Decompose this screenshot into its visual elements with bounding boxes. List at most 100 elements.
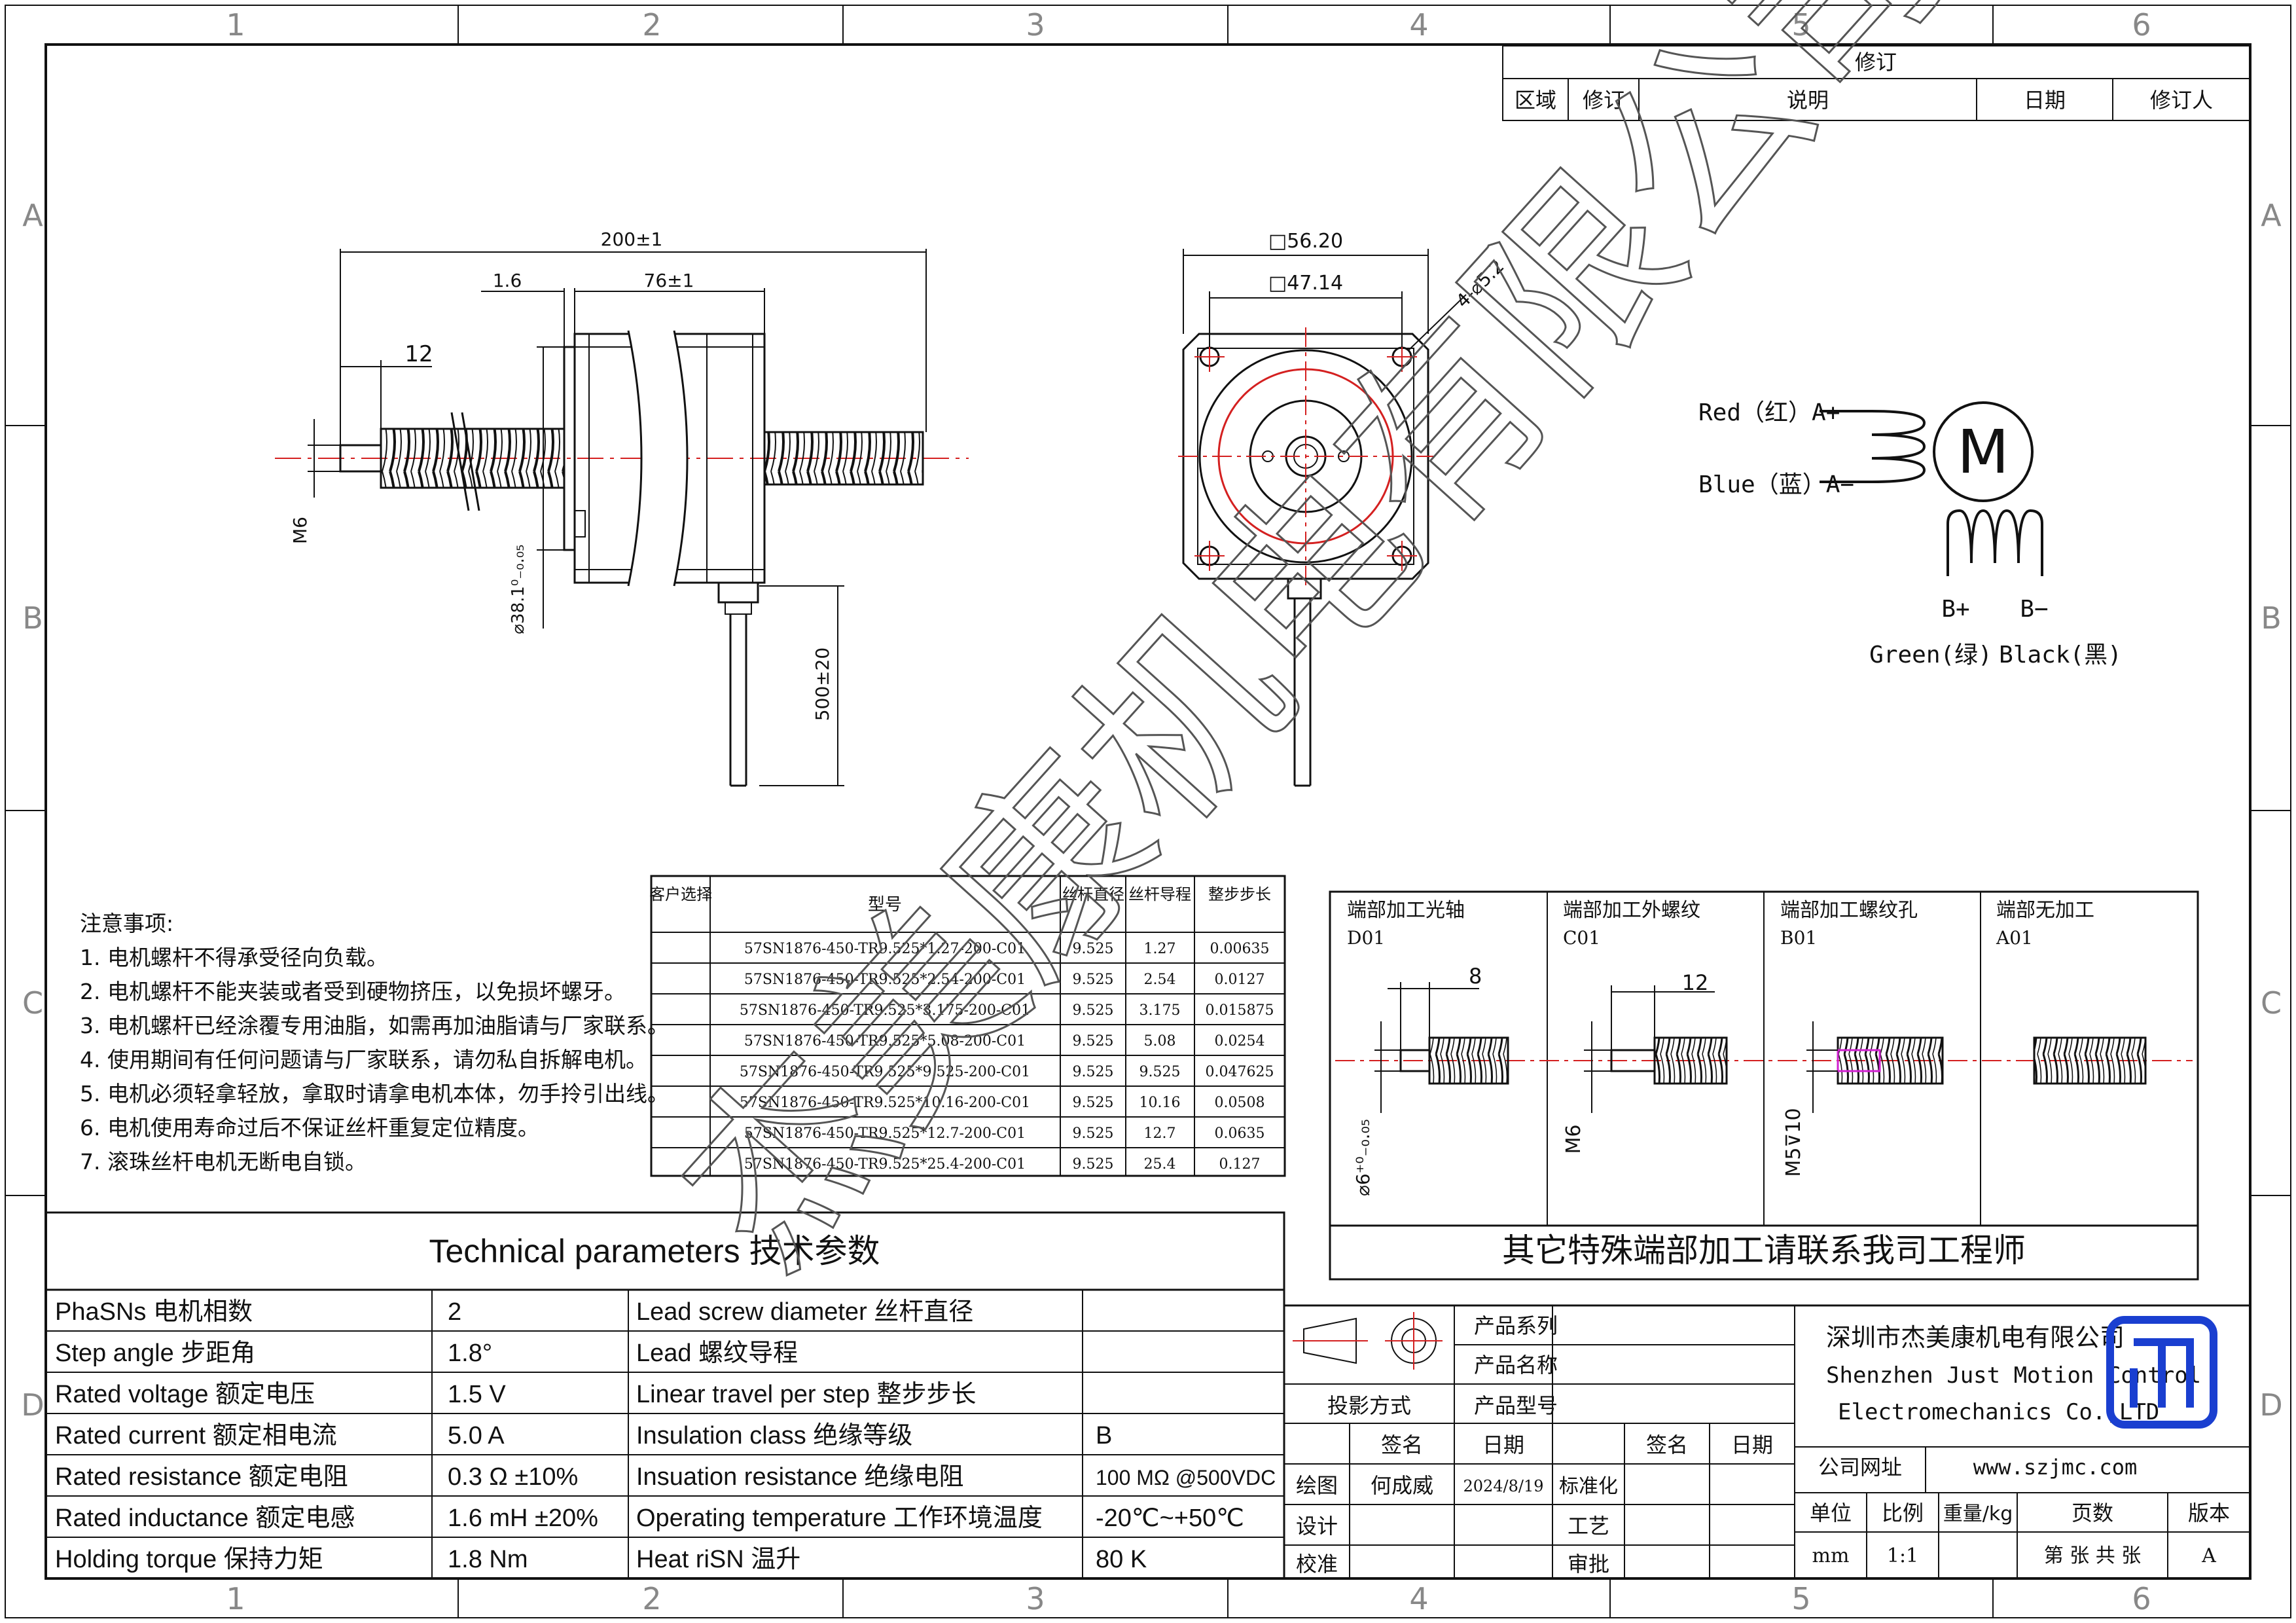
table-row-lead: 25.4 — [1144, 1156, 1176, 1173]
grid-row-labels-right: A B C D — [2259, 198, 2282, 1423]
motor-letter: M — [1957, 417, 2009, 487]
table-row-diameter: 9.525 — [1073, 1125, 1114, 1142]
note-6: 6. 电机使用寿命过后不保证丝杆重复定位精度。 — [80, 1115, 539, 1140]
table-row-model: 57SN1876-450-TR9.525*25.4-200-C01 — [744, 1156, 1026, 1173]
tb-sign: 签名 — [1381, 1432, 1423, 1457]
dim-flange-thickness: 1.6 — [493, 270, 522, 291]
table-row-model: 57SN1876-450-TR9.525*12.7-200-C01 — [744, 1125, 1026, 1142]
param-holding-torque-value: 1.8 Nm — [448, 1546, 528, 1573]
grid-col-2: 2 — [642, 7, 661, 43]
grid-row-labels-left: A B C D — [21, 198, 44, 1423]
param-rated-voltage-value: 1.5 V — [448, 1381, 506, 1408]
model-table: 客户选择 型号 丝杆直径 丝杆导程 整步步长 57SN1876-450-TR9.… — [649, 875, 1286, 1177]
panel-c01-dim-side: M6 — [1562, 1125, 1585, 1154]
grid-row-b-right: B — [2261, 600, 2282, 636]
table-row-lead: 10.16 — [1139, 1095, 1181, 1111]
tb-pages-label: 页数 — [2072, 1501, 2113, 1525]
model-table-rows: 57SN1876-450-TR9.525*1.27-200-C01 9.525 … — [740, 941, 1274, 1173]
wiring-diagram: M Red（红）A+ Blue（蓝）A− B+ B− Green(绿) Blac… — [1698, 399, 2122, 668]
panel-b01-title: 端部加工螺纹孔 — [1780, 899, 1918, 922]
param-rated-resistance-label: Rated resistance 额定电阻 — [55, 1463, 348, 1491]
panel-a01-code: A01 — [1996, 927, 2033, 949]
param-phases-value: 2 — [448, 1298, 461, 1326]
param-insulation-resistance-label: Insuation resistance 绝缘电阻 — [636, 1463, 964, 1491]
tech-params-table: Technical parameters 技术参数 PhaSNs 电机相数 2 … — [45, 1211, 1285, 1580]
coil-a — [1820, 410, 1926, 483]
model-header-step: 整步步长 — [1208, 885, 1271, 903]
table-row-lead: 1.27 — [1144, 941, 1176, 957]
wire-b-plus: B+ — [1941, 596, 1969, 623]
grid-row-d: D — [21, 1387, 44, 1423]
tb-weight-label: 重量/kg — [1943, 1503, 2013, 1525]
revision-header-rev: 修订 — [1583, 88, 1624, 113]
table-row-lead: 5.08 — [1144, 1033, 1176, 1049]
company-logo — [2106, 1316, 2217, 1429]
table-row-lead: 9.525 — [1139, 1064, 1181, 1080]
tb-scale-label: 比例 — [1882, 1501, 1924, 1525]
panel-d01-title: 端部加工光轴 — [1347, 899, 1465, 922]
table-row-diameter: 9.525 — [1073, 941, 1114, 957]
param-heat-rise-label: Heat riSN 温升 — [636, 1546, 800, 1573]
wire-b-plus-color: Green(绿) — [1869, 642, 1992, 668]
grid-row-d-right: D — [2259, 1387, 2282, 1423]
table-row-lead: 3.175 — [1139, 1002, 1181, 1019]
tb-scale: 1:1 — [1887, 1544, 1918, 1567]
tb-company-cn: 深圳市杰美康机电有限公司 — [1826, 1323, 2125, 1352]
table-row-step: 0.015875 — [1206, 1002, 1274, 1019]
grid-row-c-right: C — [2261, 985, 2282, 1021]
tb-unit: mm — [1812, 1544, 1850, 1567]
dim-overall-length: 200±1 — [601, 228, 663, 250]
grid-col-2-bottom: 2 — [642, 1581, 661, 1616]
panel-b01-code: B01 — [1780, 927, 1817, 949]
tb-date: 日期 — [1482, 1432, 1524, 1457]
revision-table: 修订 区域 修订 说明 日期 修订人 — [1502, 45, 2251, 121]
param-rated-current-label: Rated current 额定相电流 — [55, 1422, 337, 1450]
model-header-diameter: 丝杆直径 — [1062, 885, 1124, 903]
tb-drawn-date: 2024/8/19 — [1463, 1477, 1543, 1495]
panel-d01-code: D01 — [1347, 927, 1385, 949]
revision-header-area: 区域 — [1515, 88, 1556, 113]
revision-title: 修订 — [1855, 50, 1897, 75]
wire-a-plus: Red（红）A+ — [1698, 399, 1840, 426]
revision-header-date: 日期 — [2024, 88, 2066, 113]
table-row-diameter: 9.525 — [1073, 1095, 1114, 1111]
tb-product-series: 产品系列 — [1474, 1313, 1558, 1338]
grid-col-3: 3 — [1026, 7, 1045, 43]
table-row-model: 57SN1876-450-TR9.525*10.16-200-C01 — [740, 1095, 1030, 1111]
table-row-step: 0.0254 — [1215, 1033, 1265, 1049]
note-5: 5. 电机必须轻拿轻放，拿取时请拿电机本体，勿手拎引出线。 — [80, 1081, 669, 1106]
param-operating-temp-value: -20℃~+50℃ — [1096, 1504, 1244, 1532]
param-rated-inductance-label: Rated inductance 额定电感 — [55, 1504, 355, 1532]
param-rated-voltage-label: Rated voltage 额定电压 — [55, 1381, 315, 1408]
coil-b — [1946, 509, 2043, 576]
grid-row-a-right: A — [2261, 198, 2282, 233]
tb-company-en-2: Electromechanics Co.,LTD — [1838, 1399, 2159, 1425]
param-lead-diameter-label: Lead screw diameter 丝杆直径 — [636, 1298, 973, 1326]
dim-pilot-diameter: ⌀38.1⁰₋₀.₀₅ — [509, 544, 528, 634]
panel-b01-dim-side: M5⊽10 — [1782, 1108, 1805, 1176]
notes: 注意事项: 1. 电机螺杆不得承受径向负载。 2. 电机螺杆不能夹装或者受到硬物… — [80, 911, 669, 1175]
table-row-step: 0.127 — [1219, 1156, 1261, 1173]
table-row-lead: 2.54 — [1144, 972, 1176, 988]
table-row-model: 57SN1876-450-TR9.525*1.27-200-C01 — [744, 941, 1026, 957]
param-insulation-class-label: Insulation class 绝缘等级 — [636, 1422, 912, 1450]
tb-approve: 审批 — [1568, 1552, 1609, 1577]
dim-thread-m6: M6 — [289, 517, 311, 544]
param-linear-travel-label: Linear travel per step 整步步长 — [636, 1381, 977, 1408]
table-row-diameter: 9.525 — [1073, 1033, 1114, 1049]
grid-row-c: C — [22, 985, 43, 1021]
end-machining: 端部加工光轴 D01 端部加工外螺纹 C01 端部加工螺纹孔 B01 端部无加工… — [1329, 890, 2199, 1281]
grid-col-5: 5 — [1791, 7, 1810, 43]
tb-check: 校准 — [1296, 1552, 1338, 1577]
projection-symbol — [1293, 1312, 1443, 1370]
dim-lead-length: 500±20 — [812, 647, 833, 721]
dim-body-length: 76±1 — [644, 270, 694, 291]
grid-col-5-bottom: 5 — [1791, 1581, 1810, 1616]
tb-product-name: 产品名称 — [1474, 1353, 1558, 1377]
tech-params-title: Technical parameters 技术参数 — [429, 1233, 880, 1269]
note-4: 4. 使用期间有任何问题请与厂家联系，请勿私自拆解电机。 — [80, 1047, 647, 1072]
tb-version: A — [2201, 1544, 2216, 1567]
param-lead-label: Lead 螺纹导程 — [636, 1340, 798, 1367]
note-7: 7. 滚珠丝杆电机无断电自锁。 — [80, 1149, 367, 1175]
